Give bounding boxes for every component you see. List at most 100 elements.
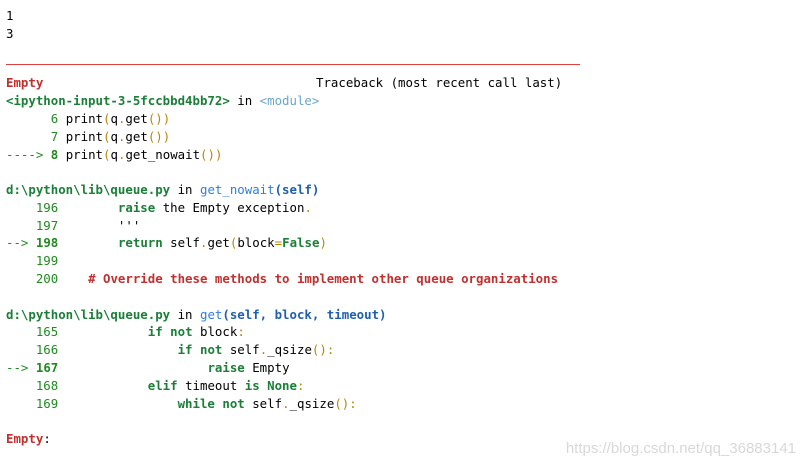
line-number: 198 [35,235,59,250]
code-keyword: elif [147,378,178,393]
code-token: block [192,324,238,339]
line-number: 196 [35,200,59,215]
code-token: . [282,396,290,411]
line-number: 197 [35,218,59,233]
code-line: 169 while not self._qsize(): [6,395,357,413]
exception-header: Empty [6,74,43,92]
frame-function: get_nowait [199,182,275,197]
code-line: 199 [6,252,58,270]
line-number: 165 [35,324,59,339]
code-line: 7 print(q.get()) [6,128,170,146]
line-number: 199 [35,253,59,268]
code-token: ( [229,235,238,250]
code-token: ( [103,129,111,144]
code-token: . [117,147,126,162]
exception-colon: : [43,431,51,446]
code-token: get_nowait [125,147,201,162]
code-keyword: if [147,324,163,339]
code-token: print [65,111,104,126]
code-token: the Empty exception [155,200,305,215]
current-code-line: --> 167 raise Empty [6,359,290,377]
in-keyword: in [237,93,253,108]
code-keyword: not [222,396,245,411]
indent [6,129,51,144]
code-line: 6 print(q.get()) [6,110,170,128]
in-keyword: in [177,182,193,197]
code-token: _qsize [289,396,335,411]
code-line: 166 if not self._qsize(): [6,341,334,359]
in-keyword: in [177,307,193,322]
code-token: ) [319,235,327,250]
output-line: 3 [6,26,14,41]
code-token: . [304,200,312,215]
code-token: ()) [147,129,171,144]
code-token: . [117,129,126,144]
indent [6,111,51,126]
code-token: print [65,129,104,144]
code-token: ( [103,147,111,162]
code-token: self [244,396,283,411]
code-line: 168 elif timeout is None: [6,377,305,395]
code-token: ( [103,111,111,126]
code-token: . [117,111,126,126]
code-token: : [237,324,245,339]
frame-function: <module> [259,93,320,108]
frame-args: (self) [274,182,320,197]
code-token: q [110,129,118,144]
code-token: self [222,342,260,357]
code-keyword: not [170,324,193,339]
line-number: 7 [50,129,59,144]
frame-function: get [199,307,223,322]
arrow-icon: --> [6,360,29,375]
code-token: ()) [147,111,171,126]
code-token: . [200,235,208,250]
code-token: (): [311,342,335,357]
code-token: = [274,235,283,250]
code-token: block [237,235,275,250]
code-token: get [125,129,148,144]
code-keyword: return [117,235,163,250]
line-number: 6 [50,111,59,126]
arrow-icon: ----> [6,147,44,162]
code-token: print [65,147,104,162]
code-line: 165 if not block: [6,323,245,341]
code-line: 196 raise the Empty exception. [6,199,312,217]
code-token: q [110,147,118,162]
code-keyword: raise [117,200,156,215]
code-token: self [162,235,201,250]
watermark: https://blog.csdn.net/qq_36883141 [565,440,796,457]
exception-name: Empty [6,431,44,446]
arrow-icon: --> [6,235,29,250]
code-token: timeout [177,378,245,393]
current-code-line: --> 198 return self.get(block=False) [6,234,327,252]
frame-args: (self, block, timeout) [222,307,387,322]
code-token: : [296,378,305,393]
frame-location: <ipython-input-3-5fccbbd4bb72> [6,93,230,108]
current-code-line: ----> 8 print(q.get_nowait()) [6,146,222,164]
code-token: ()) [200,147,223,162]
line-number: 168 [35,378,59,393]
code-keyword: False [282,235,320,250]
frame-header: <ipython-input-3-5fccbbd4bb72> in <modul… [6,92,319,110]
code-keyword: raise [207,360,245,375]
code-keyword: if [177,342,193,357]
code-line: 197 ''' [6,217,140,235]
traceback-title: Traceback (most recent call last) [316,75,563,90]
final-exception: Empty: [6,430,51,448]
separator-line [6,64,580,65]
frame-location: d:\python\lib\queue.py [6,307,171,322]
frame-header: d:\python\lib\queue.py in get(self, bloc… [6,306,387,324]
line-number: 200 [35,271,59,286]
exception-name: Empty [6,75,44,90]
code-token: get [207,235,230,250]
code-token: Empty [244,360,290,375]
code-token: ''' [117,218,141,233]
code-keyword: is [244,378,260,393]
line-number: 169 [35,396,59,411]
output-line: 1 [6,8,14,23]
code-token: _qsize [267,342,312,357]
code-token: q [110,111,118,126]
code-keyword: None [267,378,297,393]
code-token: . [259,342,268,357]
code-keyword: not [199,342,223,357]
